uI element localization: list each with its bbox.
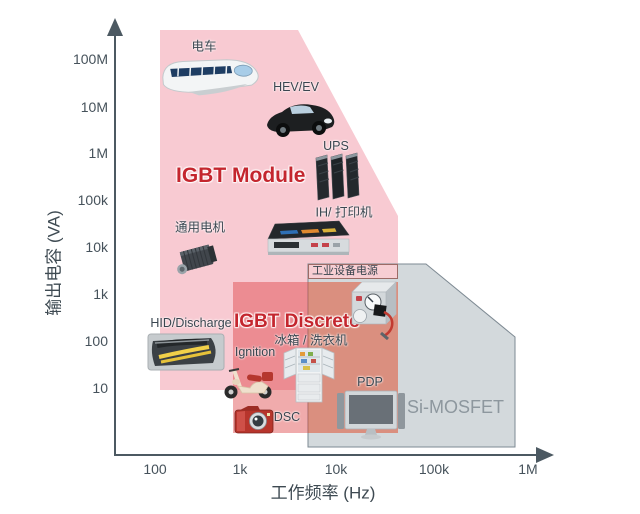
scooter-icon [224,368,273,399]
y-tick-10: 10 [92,380,108,396]
ups-icon [315,152,360,201]
fridge-washer-icon [283,347,335,403]
car-icon [267,104,335,137]
ups-label: UPS [323,139,349,153]
x-tick-100: 100 [143,461,167,477]
fridge-washer-label: 冰箱 / 洗衣机 [274,333,348,348]
motor-icon [177,244,218,275]
ih-cooker-printer-icon [267,220,350,255]
y-tick-100k: 100k [77,192,108,208]
ignition-label: Ignition [234,345,276,359]
motor-label: 通用电机 [174,220,226,235]
ih-printer-label: IH/ 打印机 [315,205,373,220]
industrial-psu-icon [351,281,397,340]
y-tick-1k: 1k [93,286,108,302]
y-tick-100: 100 [84,333,108,349]
y-axis-label: 输出电容 (VA) [44,210,64,316]
train-icon [162,59,259,96]
x-axis-label: 工作频率 (Hz) [270,483,376,503]
industrial-psu-label-box: 工业设备电源 [308,264,398,279]
igbt-module-title: IGBT Module [176,164,306,187]
dsc-camera-icon [234,406,274,434]
y-tick-1M: 1M [88,145,108,161]
x-tick-1k: 1k [232,461,248,477]
dsc-label: DSC [273,410,301,424]
x-tick-1M: 1M [518,461,538,477]
pdp-tv-icon [337,390,405,440]
igbt-discrete-title: IGBT Discrete [234,311,360,332]
hid-label: HID/Discharge [150,316,232,330]
industrial-psu-label: 工业设备电源 [312,265,378,277]
y-tick-100M: 100M [72,51,108,67]
y-tick-10k: 10k [85,239,108,255]
x-tick-10k: 10k [324,461,348,477]
train-label: 电车 [191,39,217,54]
x-tick-100k: 100k [418,461,450,477]
hev-ev-label: HEV/EV [273,80,319,94]
y-tick-10M: 10M [80,99,108,115]
pdp-label: PDP [357,375,383,389]
hid-headlight-icon [147,333,225,371]
si-mosfet-title: Si-MOSFET [407,397,504,417]
